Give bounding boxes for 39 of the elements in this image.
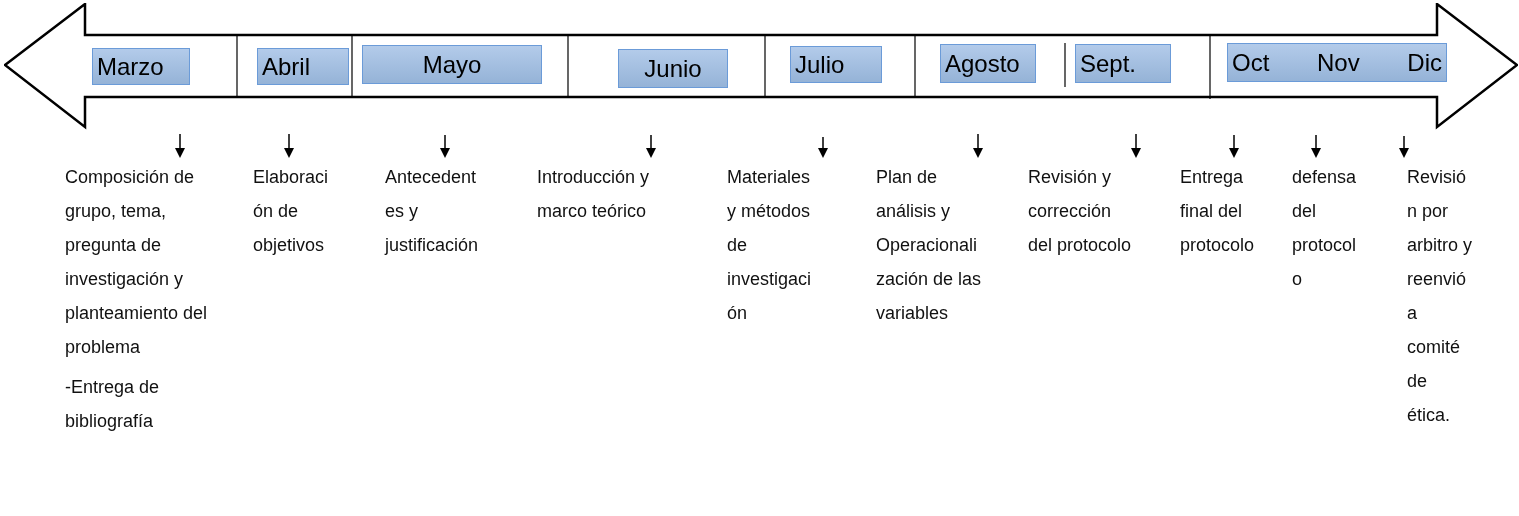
month-label: Julio	[795, 50, 845, 79]
month-box	[362, 45, 542, 84]
description-text: defensa del protocolo	[1292, 166, 1358, 291]
month-label: Marzo	[97, 52, 164, 81]
month-box	[92, 48, 190, 85]
arrow	[646, 134, 656, 158]
arrow	[1399, 135, 1409, 158]
month-label: Mayo	[422, 50, 482, 79]
month-box	[618, 49, 728, 88]
month-label: Junio	[644, 54, 702, 83]
month-label: Agosto	[945, 49, 1020, 78]
month-box	[1227, 43, 1447, 82]
month-box	[940, 44, 1036, 83]
month-label: Sept.	[1080, 49, 1137, 78]
month-label: Abril	[262, 52, 310, 81]
description-text: Entrega final del protocolo	[1180, 166, 1256, 257]
description-text: Plan de análisis y Operacionalización de las variables	[876, 166, 983, 325]
description-text: Revisión por arbitro y reenvió a comité de ética.	[1407, 166, 1473, 427]
arrow	[1131, 133, 1141, 158]
description-text: Revisión y corrección del protocolo	[1028, 166, 1133, 257]
arrow	[1229, 134, 1239, 158]
description-text: -Entrega de bibliografía	[65, 376, 161, 433]
arrow	[175, 133, 185, 158]
description-text: Introducción y marco teórico	[537, 166, 651, 223]
arrow	[818, 136, 828, 158]
arrow	[973, 133, 983, 158]
arrow	[440, 134, 450, 158]
month-label: Oct	[1232, 48, 1270, 77]
month-label: Dic	[1407, 48, 1442, 77]
description-text: Antecedentes y justificación	[385, 166, 480, 257]
month-box	[257, 48, 349, 85]
arrow	[284, 133, 294, 158]
month-box	[1075, 44, 1171, 83]
arrow	[1311, 134, 1321, 158]
month-label: Nov	[1317, 48, 1360, 77]
description-text: Composición de grupo, tema, pregunta de investigación y planteamiento del problema	[65, 166, 209, 359]
description-text: Elaboración de objetivos	[253, 166, 330, 257]
month-box	[790, 46, 882, 83]
description-text: Materiales y métodos de investigación	[727, 166, 813, 325]
